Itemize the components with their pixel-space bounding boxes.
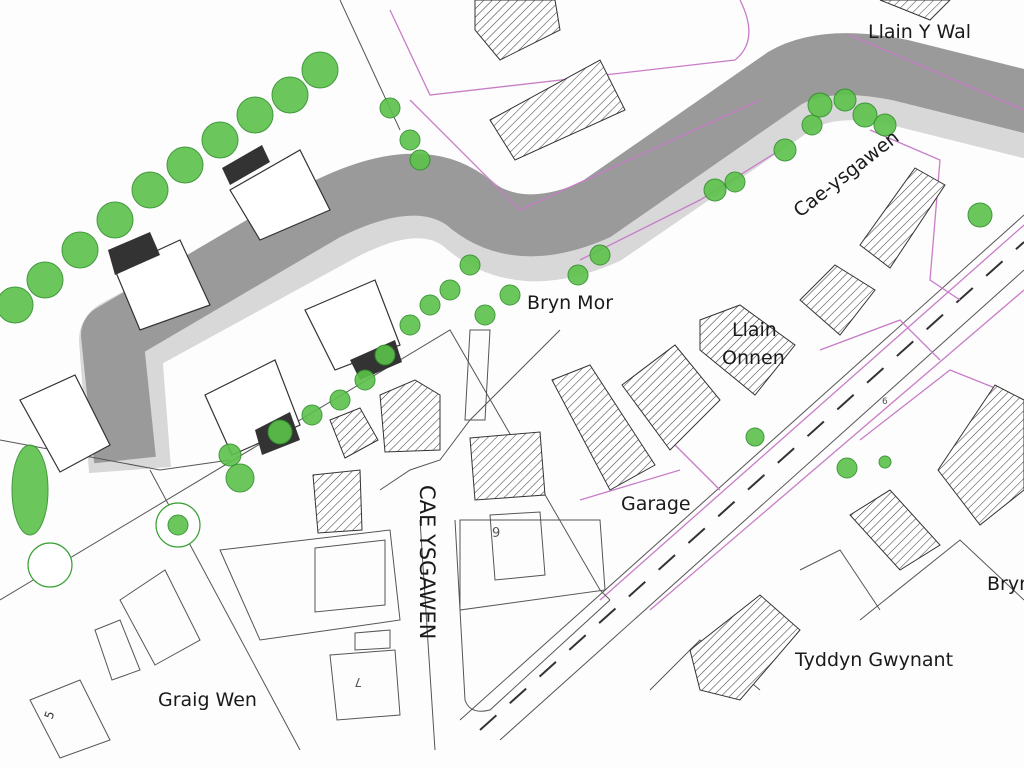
label-llain-onnen-1: Llain <box>732 319 777 341</box>
main-road <box>459 214 1024 741</box>
label-garage: Garage <box>621 493 691 515</box>
existing-buildings <box>312 0 1024 701</box>
label-tyddyn-gwynant: Tyddyn Gwynant <box>794 649 953 671</box>
label-bryn-mor: Bryn Mor <box>527 292 613 314</box>
plot-number-9: 9 <box>492 526 500 541</box>
plot-number-7: 7 <box>354 675 362 689</box>
label-llain-y-wal: Llain Y Wal <box>868 21 971 43</box>
label-bryn: Bryn <box>987 573 1024 595</box>
label-graig-wen: Graig Wen <box>158 689 257 711</box>
plot-number-6: 6 <box>882 397 888 407</box>
plot-number-5: 5 <box>42 709 58 721</box>
trees <box>0 51 993 588</box>
label-llain-onnen-2: Onnen <box>722 347 785 369</box>
boundary-lines <box>389 0 1024 501</box>
label-cae-ysgawen-road: CAE YSGAWEN <box>415 485 439 639</box>
estate-road <box>79 33 1024 474</box>
